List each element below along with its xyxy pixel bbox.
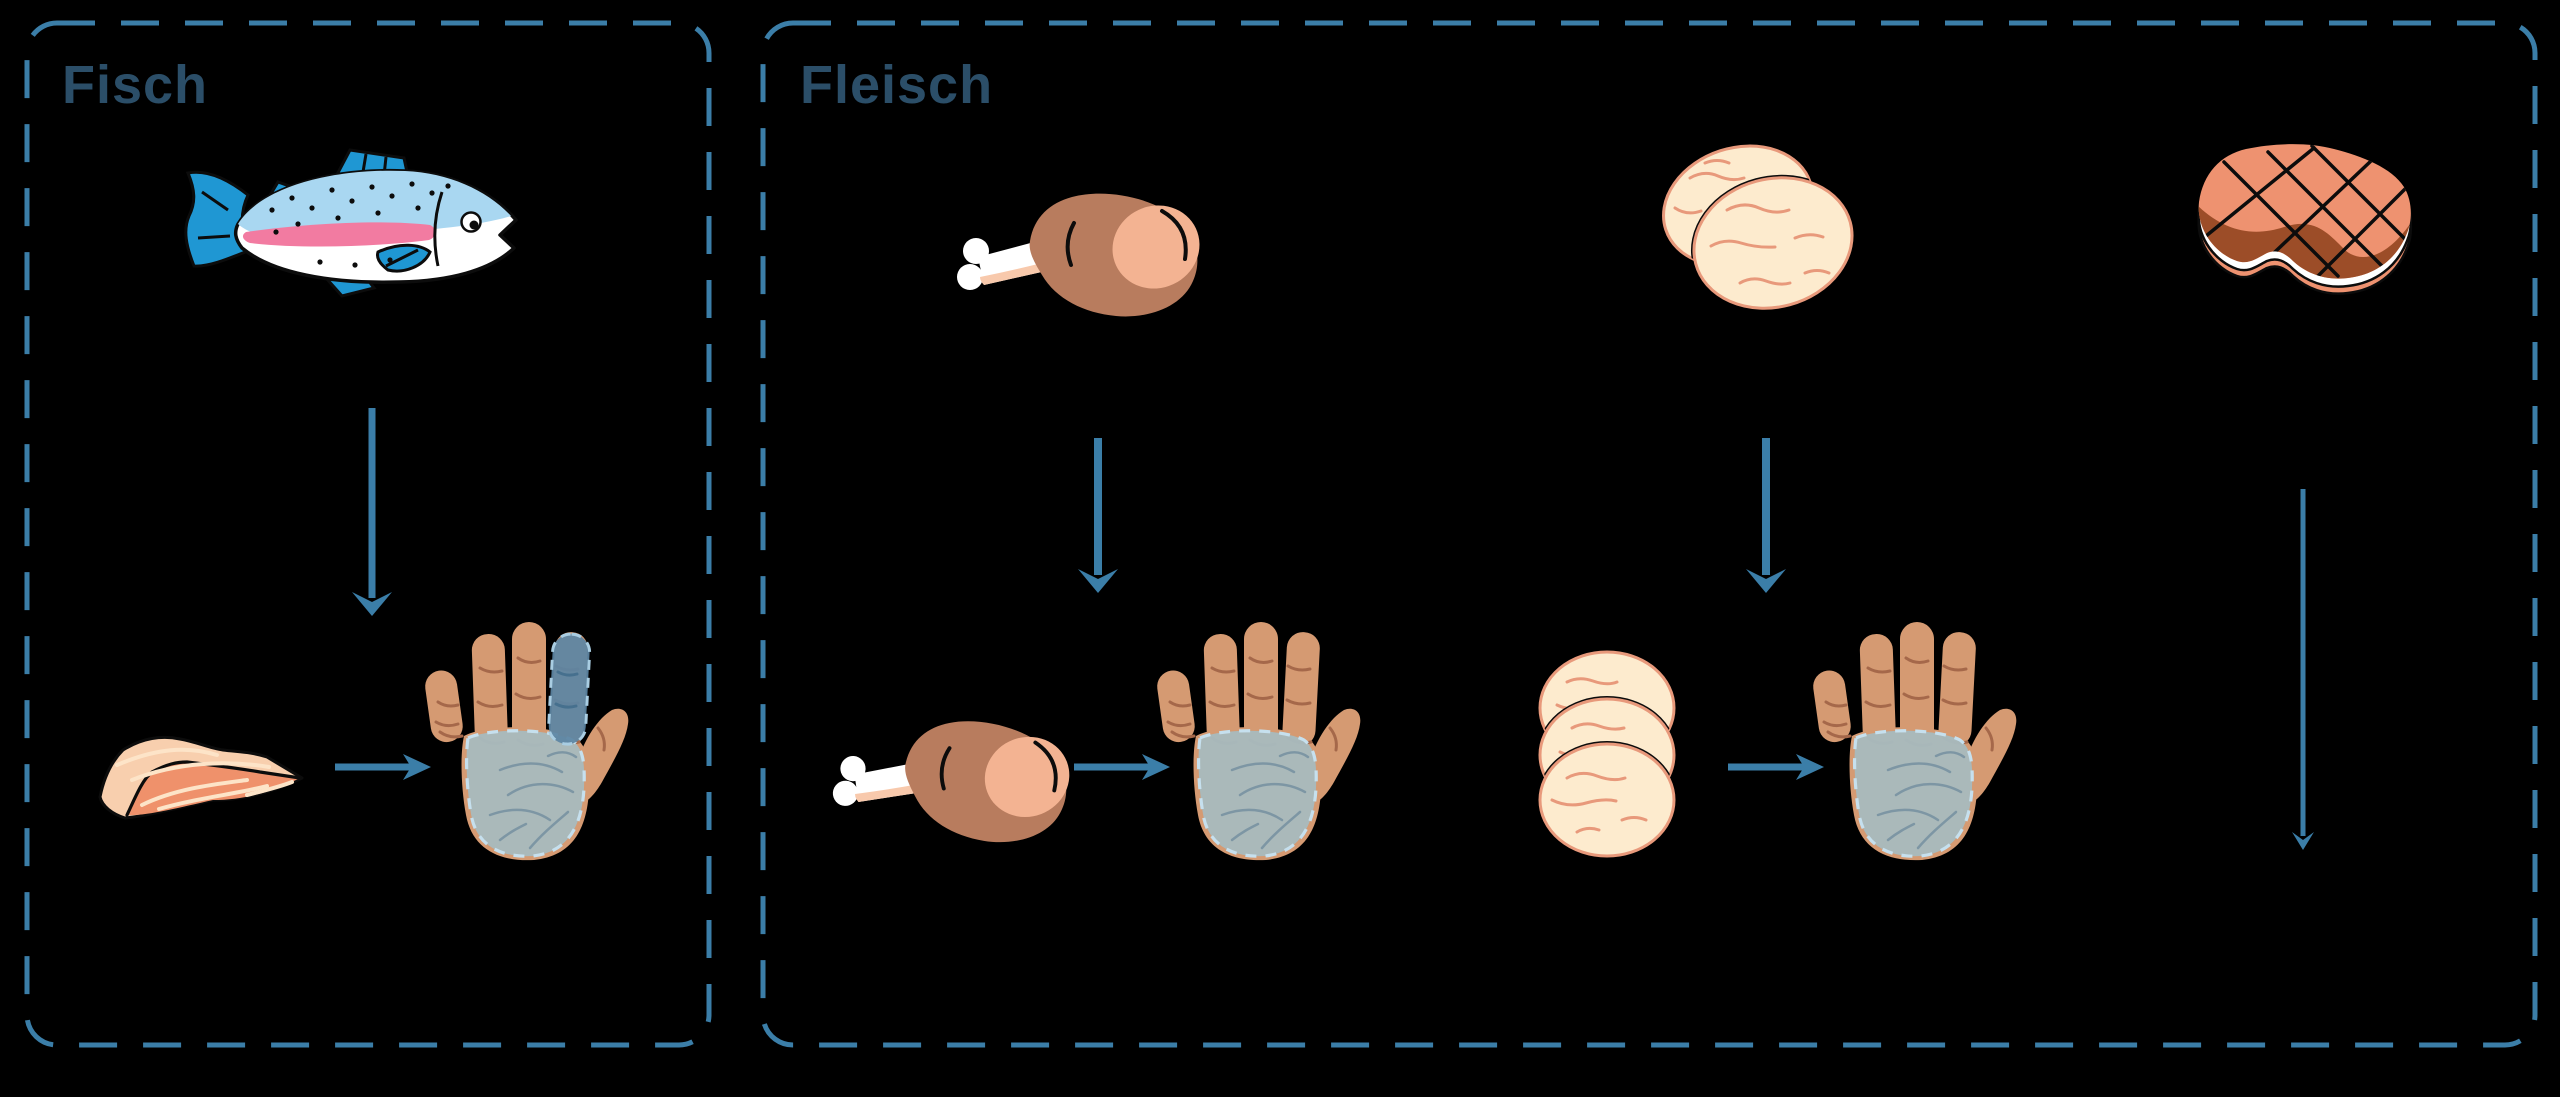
down-arrow <box>1078 438 1118 593</box>
fisch-section-label: Fisch <box>62 55 209 115</box>
meat-slices-stack-icon <box>1538 650 1676 858</box>
right-arrow <box>335 754 431 780</box>
right-arrow <box>1728 754 1824 780</box>
salmon-fillet-icon <box>98 735 304 820</box>
chicken-drumstick-icon <box>955 189 1216 319</box>
whole-fish-icon <box>184 148 518 298</box>
hand-palm-and-index-finger-highlight-icon <box>421 620 630 862</box>
hand-palm-highlight-icon <box>1809 620 2018 862</box>
right-arrow <box>1074 754 1170 780</box>
chicken-drumstick-icon <box>828 707 1089 850</box>
meat-slices-two-icon <box>1662 144 1854 310</box>
fisch-box-border <box>24 20 712 1048</box>
down-arrow <box>1746 438 1786 593</box>
fleisch-box-border <box>760 20 2538 1048</box>
long-down-arrow <box>2292 489 2314 850</box>
down-arrow <box>352 408 392 616</box>
fleisch-section-label: Fleisch <box>800 55 994 115</box>
steak-icon <box>2197 144 2413 295</box>
hand-palm-highlight-icon <box>1153 620 1362 862</box>
